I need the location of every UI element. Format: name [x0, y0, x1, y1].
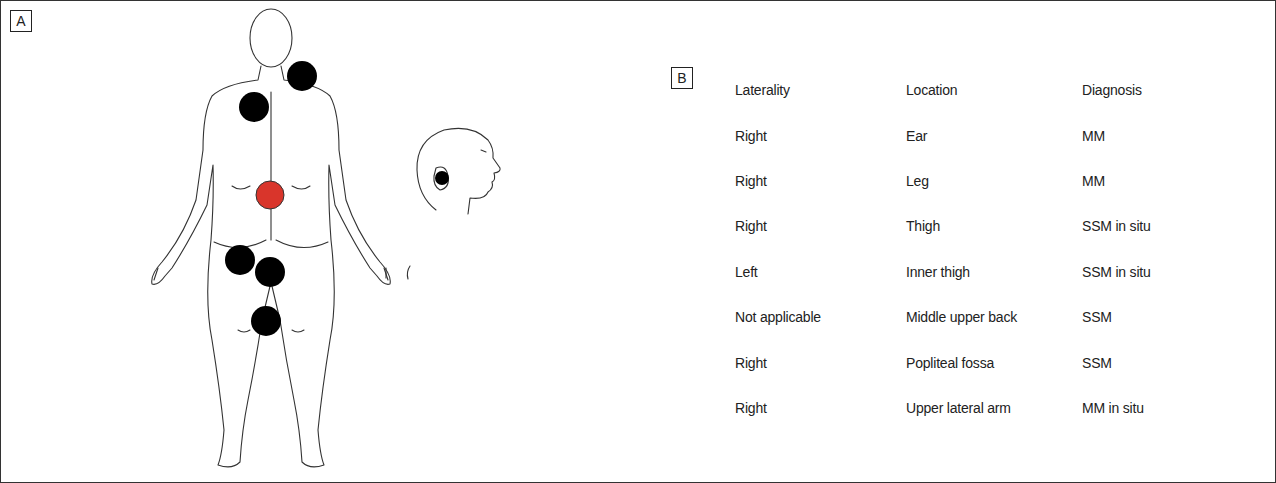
lesion-markers	[225, 61, 317, 336]
table-cell: Right	[735, 218, 767, 234]
table-cell: Right	[735, 173, 767, 189]
table-header: Location	[906, 82, 957, 98]
table-cell: SSM in situ	[1082, 264, 1151, 280]
table-cell: Upper lateral arm	[906, 400, 1011, 416]
table-cell: MM	[1082, 173, 1105, 189]
table-cell: Ear	[906, 128, 927, 144]
table-cell: Left	[735, 264, 758, 280]
table-cell: SSM in situ	[1082, 218, 1151, 234]
table-cell: Not applicable	[735, 309, 821, 325]
table-header: Diagnosis	[1082, 82, 1142, 98]
body-silhouette	[152, 9, 391, 467]
table-cell: Popliteal fossa	[906, 355, 994, 371]
table-cell: Leg	[906, 173, 929, 189]
table-cell: Inner thigh	[906, 264, 970, 280]
table-cell: Right	[735, 400, 767, 416]
table-cell: Middle upper back	[906, 309, 1017, 325]
primary-lesion-marker	[256, 181, 284, 209]
table-cell: MM	[1082, 128, 1105, 144]
panel-label-box: A	[10, 10, 32, 32]
table-header: Laterality	[735, 82, 790, 98]
panel-label-box: B	[671, 67, 693, 89]
head-profile	[417, 128, 500, 214]
ear-lesion-marker	[435, 171, 449, 185]
table-cell: Right	[735, 355, 767, 371]
table-cell: Thigh	[906, 218, 940, 234]
table-cell: SSM	[1082, 309, 1112, 325]
table-cell: SSM	[1082, 355, 1112, 371]
table-cell: Right	[735, 128, 767, 144]
panel-letter: A	[16, 13, 25, 29]
panel-letter: B	[677, 70, 686, 86]
stray-marks	[386, 266, 410, 279]
table-cell: MM in situ	[1082, 400, 1144, 416]
